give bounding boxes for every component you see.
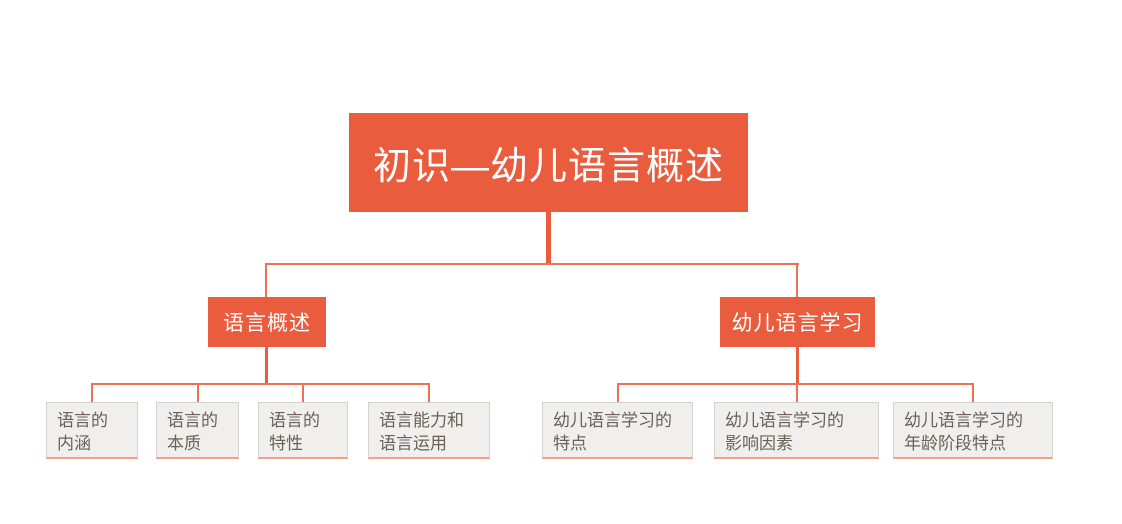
connector-leaf4-drop	[428, 383, 430, 402]
leaf-language-connotation[interactable]: 语言的 内涵	[46, 402, 138, 459]
connector-level1-elbow	[265, 263, 799, 265]
connector-level1-left-drop	[265, 263, 267, 297]
connector-leaf7-drop	[972, 383, 974, 402]
leaf-learning-features[interactable]: 幼儿语言学习的 特点	[542, 402, 693, 459]
branch-node-label: 幼儿语言学习	[731, 312, 864, 335]
connector-root-drop	[546, 212, 551, 265]
connector-left-elbow	[91, 383, 430, 385]
leaf-label: 幼儿语言学习的 影响因素	[725, 411, 844, 453]
connector-leaf2-drop	[197, 383, 199, 402]
leaf-label: 语言的 内涵	[57, 411, 108, 453]
connector-leaf1-drop	[91, 383, 93, 402]
root-node-label: 初识—幼儿语言概述	[372, 146, 724, 188]
leaf-label: 语言能力和 语言运用	[379, 411, 464, 453]
leaf-learning-age-stages[interactable]: 幼儿语言学习的 年龄阶段特点	[893, 402, 1053, 459]
root-node[interactable]: 初识—幼儿语言概述	[349, 113, 748, 212]
connector-right-elbow	[617, 383, 974, 385]
connector-branch-left-drop	[265, 347, 268, 384]
leaf-label: 幼儿语言学习的 年龄阶段特点	[904, 411, 1023, 453]
leaf-language-characteristics[interactable]: 语言的 特性	[258, 402, 348, 459]
leaf-language-essence[interactable]: 语言的 本质	[156, 402, 239, 459]
leaf-label: 语言的 本质	[167, 411, 218, 453]
branch-node-child-language-learning[interactable]: 幼儿语言学习	[720, 297, 875, 347]
leaf-learning-factors[interactable]: 幼儿语言学习的 影响因素	[714, 402, 879, 459]
connector-leaf3-drop	[302, 383, 304, 402]
connector-branch-right-drop	[796, 347, 799, 384]
leaf-label: 语言的 特性	[269, 411, 320, 453]
leaf-language-ability-and-use[interactable]: 语言能力和 语言运用	[368, 402, 490, 459]
connector-leaf6-drop	[796, 383, 798, 402]
connector-level1-right-drop	[796, 263, 798, 297]
leaf-label: 幼儿语言学习的 特点	[553, 411, 672, 453]
branch-node-label: 语言概述	[223, 312, 311, 335]
branch-node-language-overview[interactable]: 语言概述	[208, 297, 326, 347]
connector-leaf5-drop	[617, 383, 619, 402]
